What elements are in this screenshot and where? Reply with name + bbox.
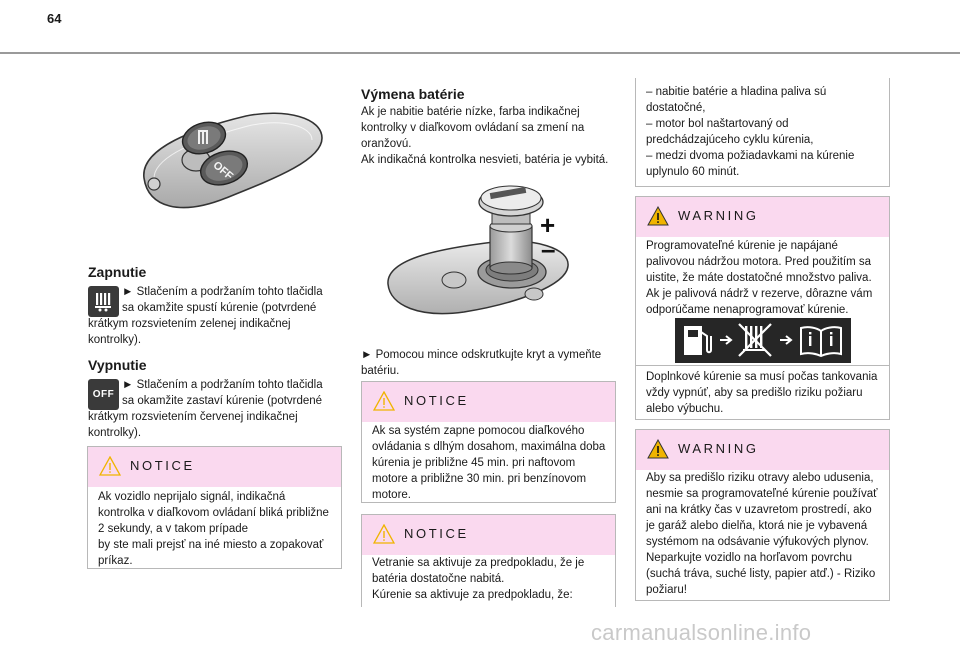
warning-line: Doplnkové kúrenie sa musí počas tankovan… (646, 371, 878, 383)
battery-replacement-illustration: + – (387, 185, 569, 315)
notice-line: batéria dostatočne nabitá. (372, 573, 505, 585)
notice-box-continued: – nabitie batérie a hladina paliva sú do… (635, 78, 890, 187)
notice-line: kúrenia je približne 45 min. pri naftovo… (372, 457, 576, 469)
heater-crossed-icon (738, 323, 772, 357)
off-icon-label: OFF (92, 389, 115, 400)
battery-step-line: ► Pomocou mince odskrutkujte kryt a vyme… (361, 349, 602, 361)
notice-box-signal: NOTICE Ak vozidlo neprijalo signál, indi… (87, 446, 342, 569)
watermark: carmanualsonline.info (591, 620, 812, 645)
vypnutie-heading: Vypnutie (88, 357, 147, 373)
notice-line: ovládania s dlhým dosahom, maximálna dob… (372, 441, 606, 453)
heater-on-icon (88, 286, 119, 317)
arrow-icon (780, 335, 793, 345)
notice-box-range: NOTICE Ak sa systém zapne pomocou diaľko… (361, 381, 616, 503)
conditions-line: – nabitie batérie a hladina paliva sú (646, 86, 827, 98)
warning-triangle-icon (373, 524, 395, 544)
conditions-line: – medzi dvoma požiadavkami na kúrenie (646, 150, 855, 162)
vypnutie-line-4: kontrolky). (88, 427, 142, 439)
battery-intro-line: oranžovú. (361, 138, 412, 150)
battery-intro-line: Ak indikačná kontrolka nesvieti, batéria… (361, 154, 609, 166)
warning-line: požiaru! (646, 584, 687, 596)
notice-line: motore a približne 30 min. pri benzínovo… (372, 473, 587, 485)
remote-control-illustration: OFF (143, 112, 323, 209)
warning-line: vždy vypnúť, aby sa predišlo riziku poži… (646, 387, 863, 399)
zapnutie-line-4: kontrolky). (88, 334, 142, 346)
notice-line: Kúrenie sa aktivuje za predpokladu, že: (372, 589, 573, 601)
warning-label: WARNING (678, 441, 759, 456)
notice-line: Vetranie sa aktivuje za predpokladu, že … (372, 557, 585, 569)
battery-minus-sign: – (541, 234, 555, 264)
warning-line: nesmie sa programovateľné kúrenie použív… (646, 488, 878, 500)
notice-label: NOTICE (404, 393, 469, 408)
vypnutie-line-1: ► Stlačením a podržaním tohto tlačidla (122, 379, 323, 391)
zapnutie-line-1: ► Stlačením a podržaním tohto tlačidla (122, 286, 323, 298)
notice-box-header: NOTICE (362, 382, 615, 422)
warning-line: alebo výbuchu. (646, 403, 724, 415)
zapnutie-heading: Zapnutie (88, 264, 147, 280)
battery-intro-line: kontrolky v diaľkovom ovládaní sa zmení … (361, 122, 585, 134)
vypnutie-line-3: krátkym rozsvietením červenej indikačnej (88, 411, 298, 423)
battery-step-line: batériu. (361, 365, 400, 377)
notice-box-ventilation: NOTICE Vetranie sa aktivuje za predpokla… (361, 514, 616, 607)
warning-triangle-icon (373, 391, 395, 411)
refuel-symbols-strip (675, 318, 851, 363)
notice-line: by ste mali prejsť na iné miesto a zopak… (98, 539, 324, 551)
warning-box-poisoning: WARNING Aby sa predišlo riziku otravy al… (635, 429, 890, 601)
warning-line: Aby sa predišlo riziku otravy alebo udus… (646, 472, 874, 484)
notice-line: kontrolka v diaľkovom ovládaní bliká pri… (98, 507, 329, 519)
battery-plus-sign: + (540, 210, 555, 240)
conditions-line: dostatočné, (646, 102, 706, 114)
warning-line: Ak je palivová nádrž v rezerve, dôrazne … (646, 288, 873, 300)
warning-line: ani na krátky čas v uzavretom prostredí,… (646, 504, 872, 516)
zapnutie-line-3: krátkym rozsvietením zelenej indikačnej (88, 318, 291, 330)
warning-divider (636, 365, 889, 366)
warning-triangle-icon (647, 439, 669, 459)
zapnutie-line-2: sa okamžite spustí kúrenie (potvrdené (122, 302, 317, 314)
notice-label: NOTICE (404, 526, 469, 541)
vypnutie-line-2: sa okamžite zastaví kúrenie (potvrdené (122, 395, 323, 407)
notice-line: motore. (372, 489, 411, 501)
heater-off-icon: OFF (88, 379, 119, 410)
warning-triangle-icon (99, 456, 121, 476)
warning-line: systémom na odsávanie výfukových plynov. (646, 536, 869, 548)
fuel-pump-icon (684, 326, 712, 355)
notice-line: Ak sa systém zapne pomocou diaľkového (372, 425, 585, 437)
notice-line: príkaz. (98, 555, 133, 567)
conditions-line: predchádzajúceho cyklu kúrenia, (646, 134, 814, 146)
warning-line: odporúčame nenaprogramovať kúrenie. (646, 304, 849, 316)
warning-line: Programovateľné kúrenie je napájané (646, 240, 838, 252)
warning-label: WARNING (678, 208, 759, 223)
manual-book-icon (800, 326, 842, 358)
warning-box-header: WARNING (636, 197, 889, 237)
page-number: 64 (47, 11, 62, 26)
notice-line: Ak vozidlo neprijalo signál, indikačná (98, 491, 286, 503)
warning-line: uistite, že máte dostatočné množstvo pal… (646, 272, 872, 284)
warning-line: je garáž alebo dielňa, ktorá nie je vyba… (646, 520, 868, 532)
notice-line: 2 sekundy, a v takom prípade (98, 523, 249, 535)
header-rule (0, 52, 960, 54)
battery-heading: Výmena batérie (361, 86, 465, 102)
warning-line: palivovou nádržou motora. Pred použitím … (646, 256, 872, 268)
warning-box-header: WARNING (636, 430, 889, 470)
conditions-line: – motor bol naštartovaný od (646, 118, 789, 130)
warning-box-fuel: WARNING Programovateľné kúrenie je napáj… (635, 196, 890, 420)
notice-box-header: NOTICE (88, 447, 341, 487)
notice-label: NOTICE (130, 458, 195, 473)
warning-triangle-icon (647, 206, 669, 226)
arrow-icon (720, 335, 733, 345)
warning-line: Neparkujte vozidlo na horľavom povrchu (646, 552, 852, 564)
notice-box-header: NOTICE (362, 515, 615, 555)
battery-intro-line: Ak je nabitie batérie nízke, farba indik… (361, 106, 580, 118)
conditions-line: uplynulo 60 minút. (646, 166, 740, 178)
warning-line: (suchá tráva, suché listy, papier atď.) … (646, 568, 876, 580)
